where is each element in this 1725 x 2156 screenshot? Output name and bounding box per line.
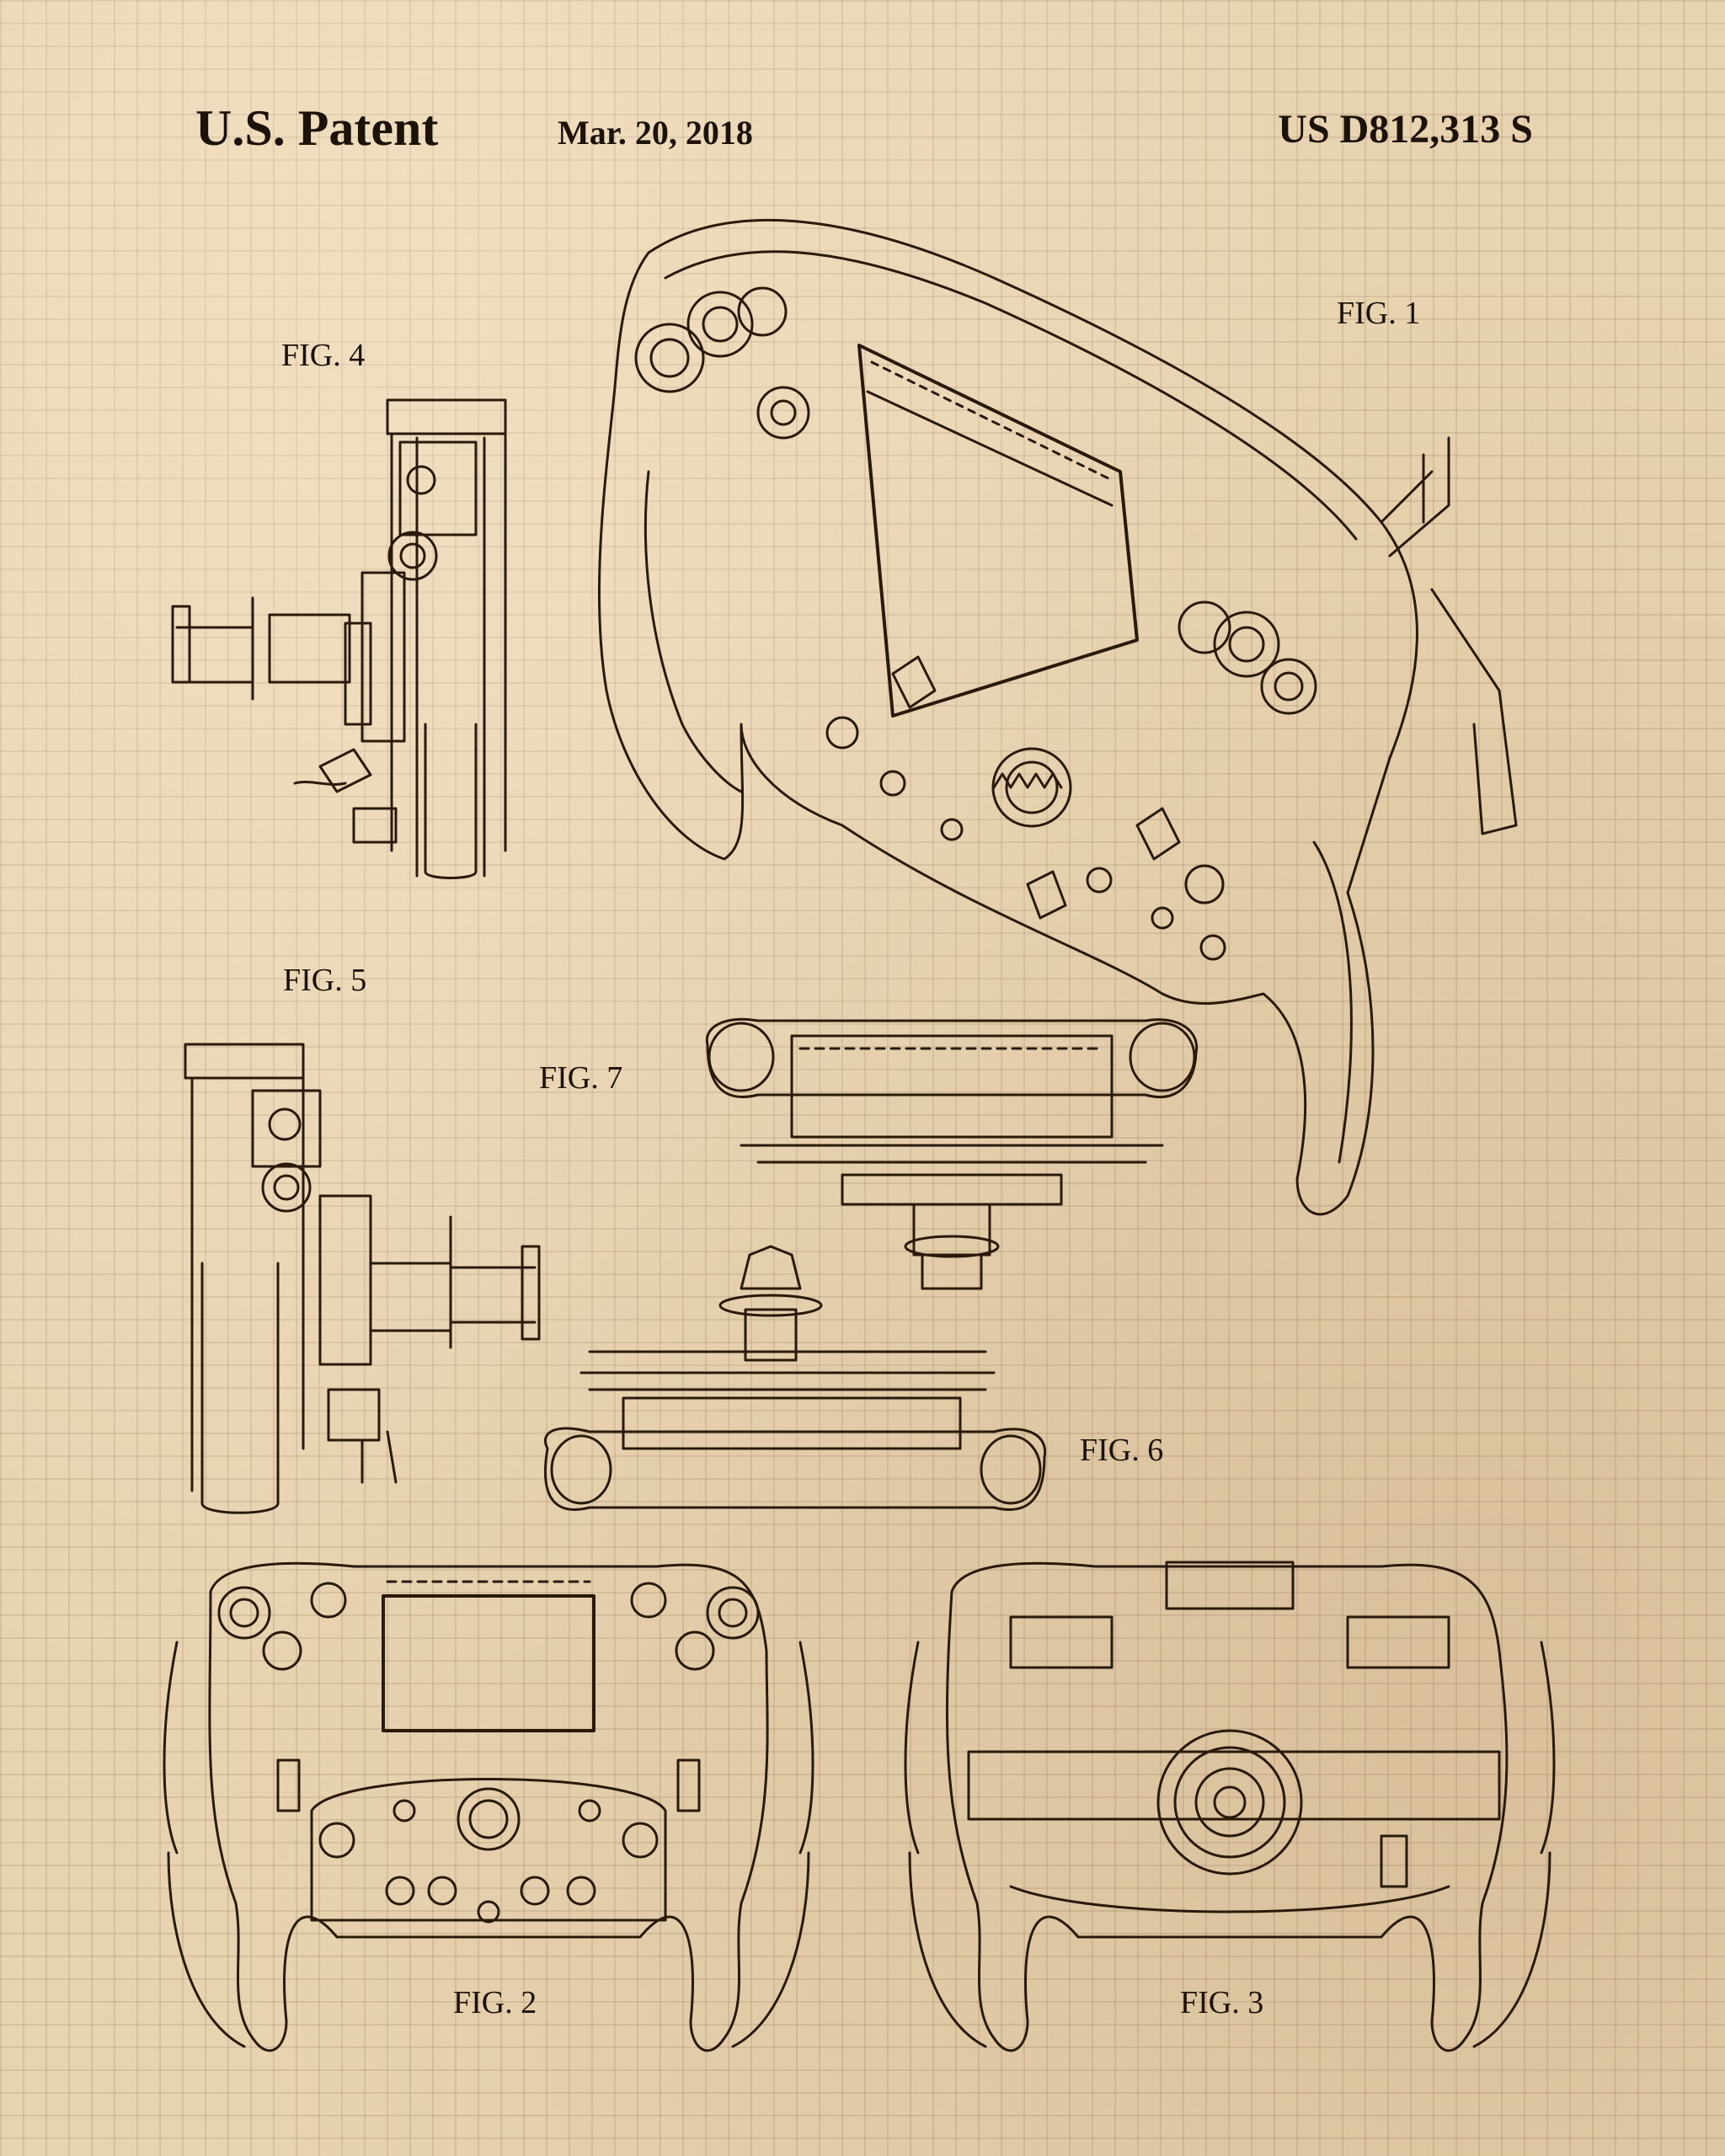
- fig3-label: FIG. 3: [1180, 1985, 1264, 2020]
- fig4-label: FIG. 4: [281, 338, 366, 373]
- patent-title: U.S. Patent: [195, 100, 439, 156]
- fig6-label: FIG. 6: [1080, 1433, 1164, 1468]
- fig3-drawing: [904, 1561, 1556, 2052]
- fig5-label: FIG. 5: [283, 963, 367, 998]
- fig2-drawing: [163, 1561, 814, 2052]
- fig4-drawing: [171, 398, 507, 879]
- patent-number: US D812,313 S: [1278, 107, 1533, 152]
- patent-date: Mar. 20, 2018: [558, 114, 753, 152]
- fig6-drawing: [543, 1245, 1047, 1511]
- fig5-drawing: [184, 1043, 541, 1514]
- fig1-label: FIG. 1: [1337, 296, 1421, 331]
- fig1-drawing: [597, 219, 1518, 1216]
- fig2-label: FIG. 2: [453, 1985, 537, 2020]
- fig7-label: FIG. 7: [539, 1060, 623, 1096]
- fig7-drawing: [705, 1017, 1199, 1290]
